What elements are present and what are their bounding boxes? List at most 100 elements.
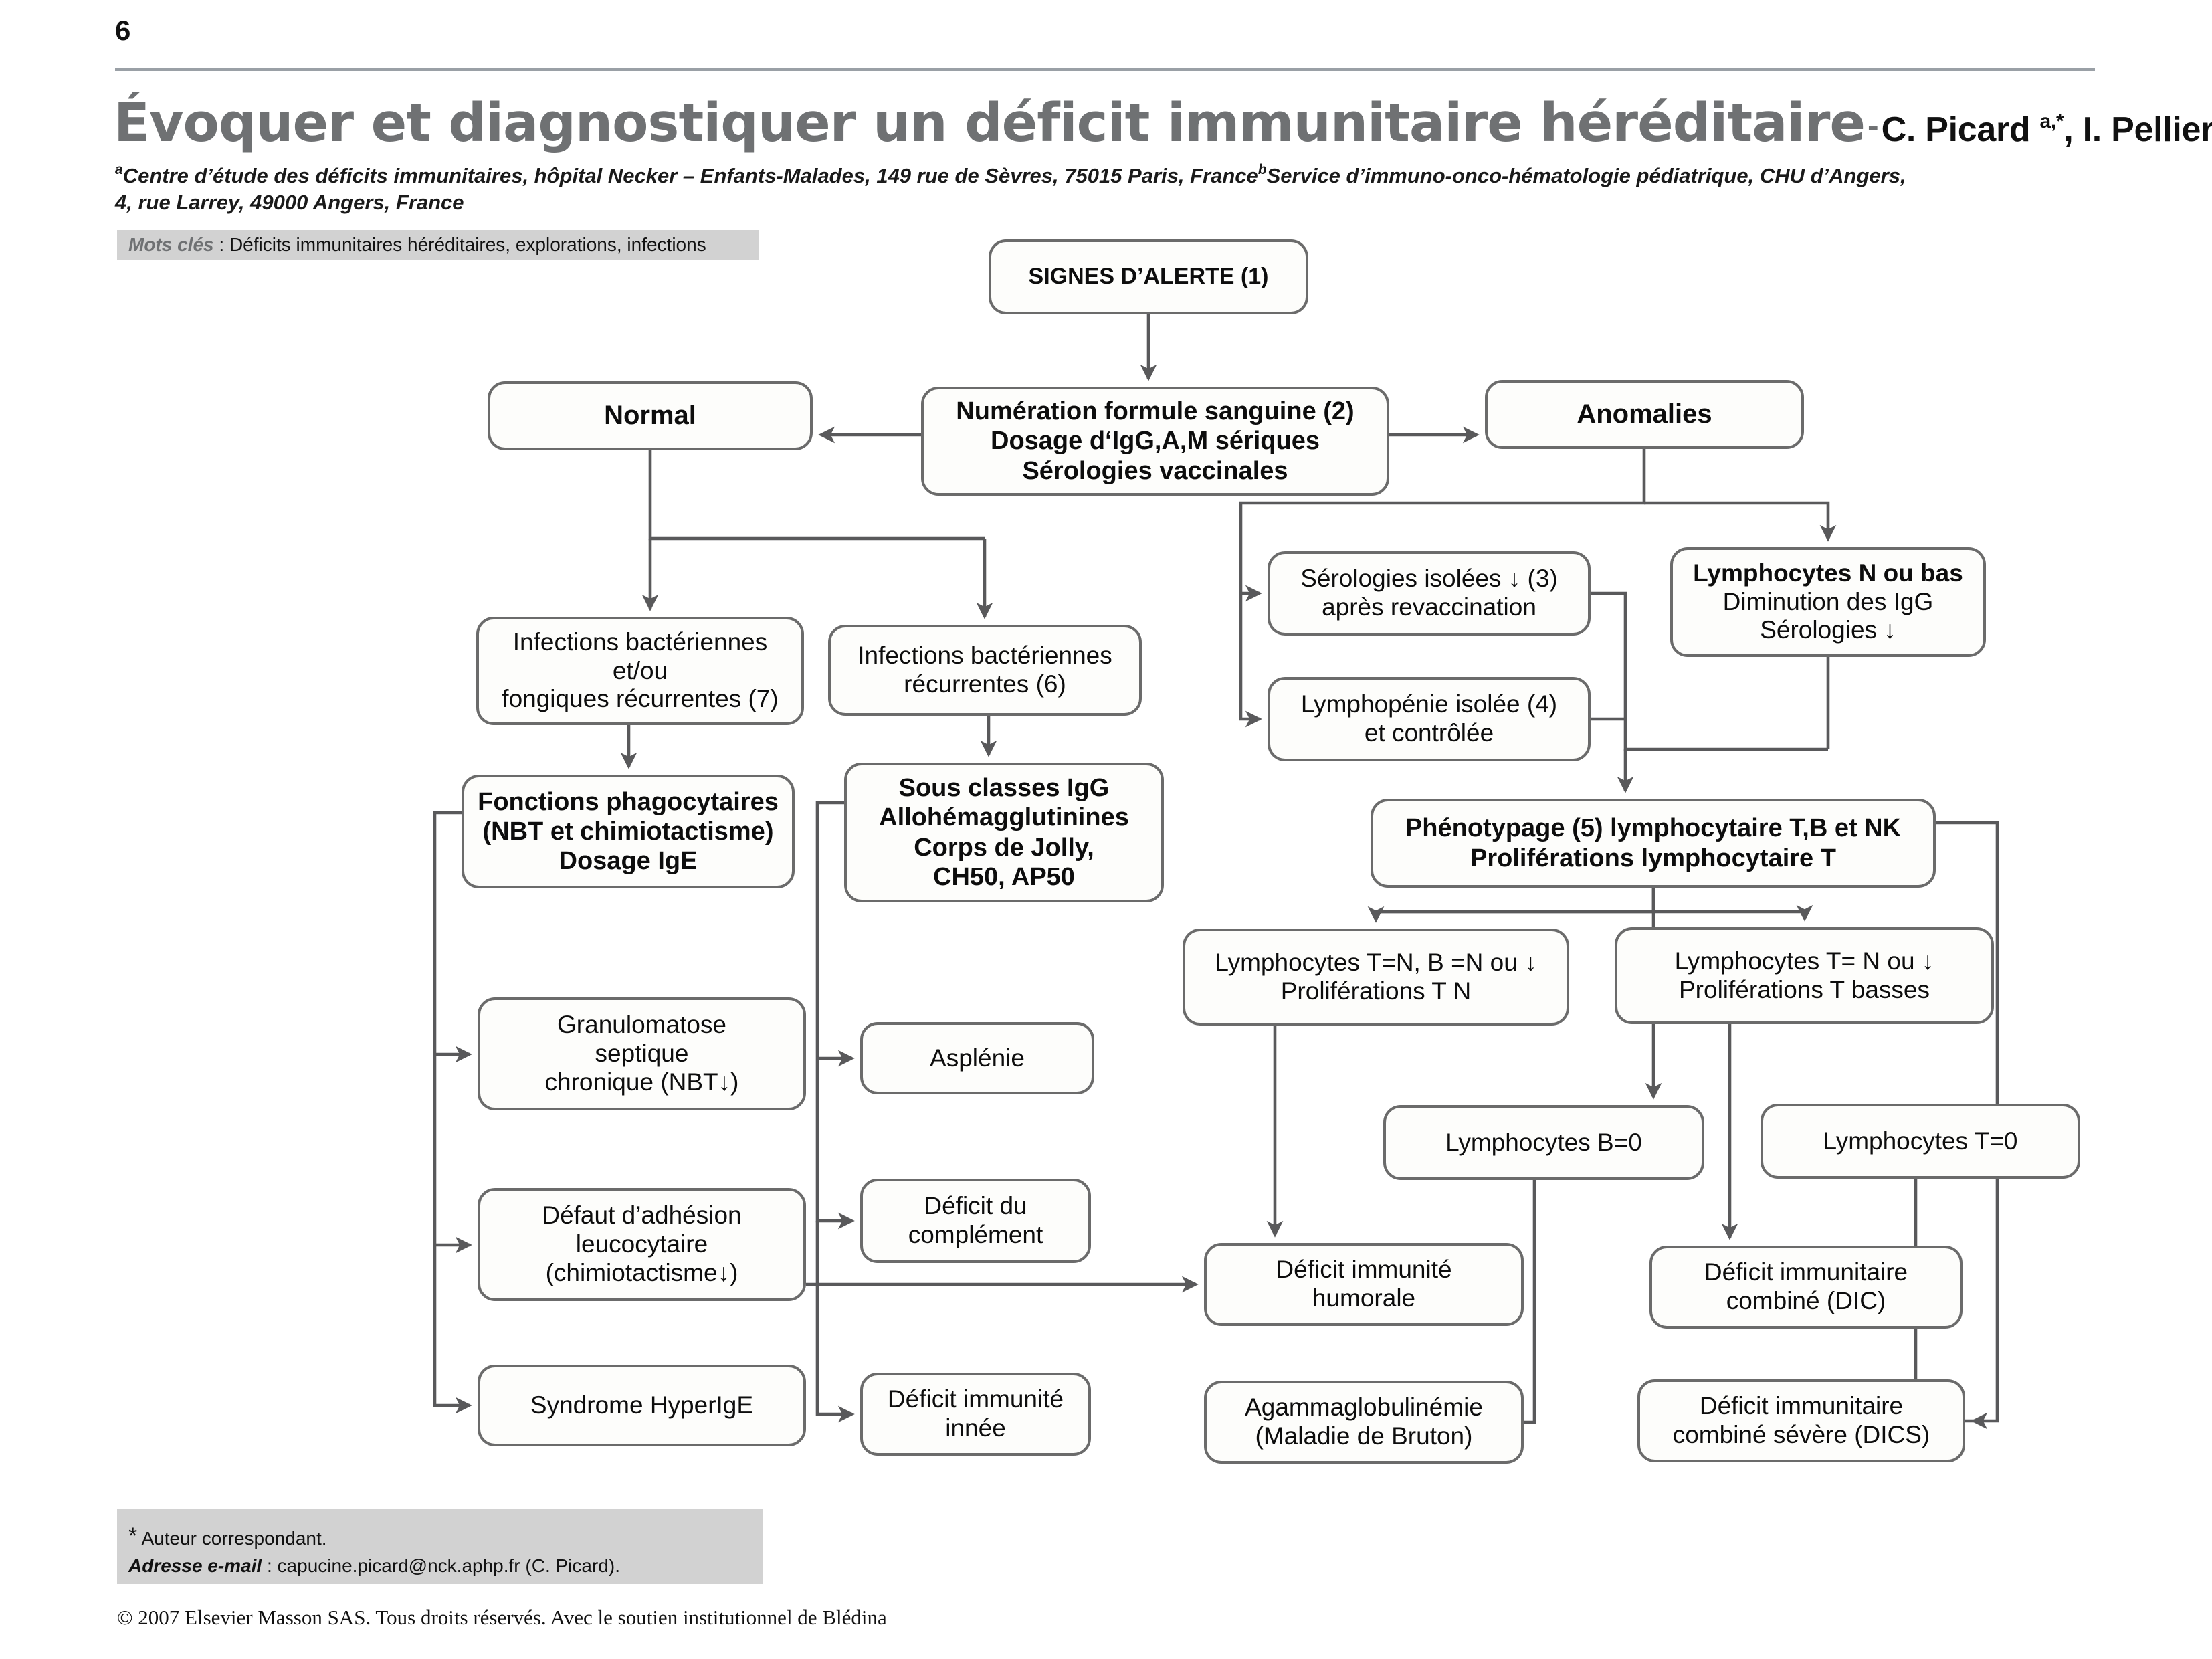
flow-node-hyperige: Syndrome HyperIgE [478,1365,806,1446]
copyright-line: © 2007 Elsevier Masson SAS. Tous droits … [117,1605,887,1629]
flow-node-anomalies: Anomalies [1485,380,1804,449]
flow-node-line: et contrôlée [1364,719,1494,747]
flow-node-lymphTNB: Lymphocytes T=N, B =N ou ↓Proliférations… [1183,929,1569,1026]
flow-node-line: Fonctions phagocytaires [478,787,779,816]
flow-node-line: combiné sévère (DICS) [1672,1421,1930,1448]
flow-node-line: Phénotypage (5) lymphocytaire T,B et NK [1405,814,1902,843]
author-one: C. Picard [1881,110,2040,149]
flow-node-line: Diminution des IgG [1722,587,1934,615]
flow-node-lymphB0: Lymphocytes B=0 [1383,1105,1704,1180]
flow-node-line: Dosage IgE [559,847,698,876]
affil-marker-b: b [1258,162,1267,177]
flow-node-nfs: Numération formule sanguine (2)Dosage d‘… [921,387,1389,496]
flow-node-line: Lymphopénie isolée (4) [1300,690,1558,718]
flow-node-line: Lymphocytes T= N ou ↓ [1674,947,1934,975]
flow-node-line: fongiques récurrentes (7) [502,685,779,713]
flow-node-line: chronique (NBT↓) [544,1068,739,1096]
flow-node-line: Déficit du [924,1192,1027,1220]
author-one-affil-marker: a,* [2039,110,2064,132]
footnote-marker: * [128,1523,138,1549]
header-rule [115,68,2095,71]
footnote: * Auteur correspondant. Adresse e-mail :… [128,1520,620,1580]
keywords: Mots clés : Déficits immunitaires hérédi… [128,235,706,254]
flow-node-line: combiné (DIC) [1726,1287,1886,1314]
flow-node-asplenie: Asplénie [860,1022,1094,1094]
flow-node-line: Infections bactériennes [858,642,1112,670]
flow-node-line: Lymphocytes T=N, B =N ou ↓ [1215,948,1537,976]
flow-node-line: Anomalies [1577,399,1712,429]
flow-node-line: Lymphocytes B=0 [1445,1128,1642,1156]
flow-node-lymphTNou: Lymphocytes T= N ou ↓Proliférations T ba… [1615,927,1994,1024]
flow-node-fonctions: Fonctions phagocytaires(NBT et chimiotac… [462,775,795,888]
authors: C. Picard a,*, I. Pellier b [1882,110,2212,149]
flow-node-lymphT0: Lymphocytes T=0 [1761,1104,2080,1179]
page-number: 6 [115,15,131,46]
footnote-email-value: : capucine.picard@nck.aphp.fr (C. Picard… [262,1555,620,1577]
flow-node-line: Allohémagglutinines [879,803,1129,832]
flow-node-line: récurrentes (6) [904,670,1066,698]
affiliation-c: 4, rue Larrey, 49000 Angers, France [115,191,464,215]
flow-node-line: Défaut d’adhésion [542,1201,742,1230]
flow-node-signes: SIGNES D’ALERTE (1) [989,239,1308,314]
flow-node-line: Dosage d‘IgG,A,M sériques [991,427,1320,456]
flow-node-line: Proliférations T basses [1679,975,1930,1003]
footnote-band [117,1509,763,1584]
flow-node-lymphopenie4: Lymphopénie isolée (4)et contrôlée [1268,677,1591,761]
footnote-line-1: Auteur correspondant. [137,1528,327,1549]
affiliation-b: Service d’immuno-onco-hématologie pédiat… [1266,164,1906,187]
affiliation-block: aCentre d’étude des déficits immunitaire… [115,161,2041,217]
flow-node-line: et/ou [612,656,668,684]
flow-node-line: Granulomatose [557,1011,726,1039]
flow-node-line: CH50, AP50 [933,862,1075,891]
flow-node-line: Syndrome HyperIgE [530,1391,754,1419]
page-title: Évoquer et diagnostiquer un déficit immu… [114,92,1866,154]
flow-node-line: Sérologies vaccinales [1022,456,1288,485]
flow-node-line: après revaccination [1322,593,1536,621]
keywords-value: : Déficits immunitaires héréditaires, ex… [213,234,706,255]
flow-node-line: humorale [1312,1284,1416,1312]
flow-node-line: Sérologies ↓ [1760,616,1896,644]
flow-node-line: Numération formule sanguine (2) [956,397,1354,426]
flow-node-line: Sérologies isolées ↓ (3) [1300,565,1558,593]
flow-node-line: (NBT et chimiotactisme) [482,817,774,846]
keywords-band [117,230,759,260]
flow-node-line: Lymphocytes T=0 [1823,1127,2018,1155]
flow-node-line: Corps de Jolly, [914,833,1094,862]
flow-node-line: Agammaglobulinémie [1245,1393,1483,1422]
flow-node-line: Sous classes IgG [898,774,1110,803]
flow-node-serologies3: Sérologies isolées ↓ (3)après revaccinat… [1268,551,1591,636]
flow-node-line: Normal [604,401,696,431]
author-two: , I. Pellier [2064,110,2212,149]
flow-node-agamma: Agammaglobulinémie(Maladie de Bruton) [1204,1381,1524,1464]
affil-marker-a: a [115,162,123,177]
flow-node-line: (Maladie de Bruton) [1255,1422,1473,1450]
flow-node-normal: Normal [488,381,813,450]
flow-node-line: Asplénie [930,1044,1025,1072]
flow-node-line: (chimiotactisme↓) [545,1258,738,1286]
affiliation-a: Centre d’étude des déficits immunitaires… [122,164,1258,187]
flow-node-line: Proliférations lymphocytaire T [1470,844,1836,872]
flow-node-line: Proliférations T N [1280,977,1472,1005]
flow-node-line: Déficit immunité [887,1385,1064,1413]
flow-node-line: SIGNES D’ALERTE (1) [1028,264,1269,290]
footnote-email-label: Adresse e-mail [128,1555,262,1577]
flow-node-line: Infections bactériennes [512,627,768,656]
title-block: Évoquer et diagnostiquer un déficit immu… [114,92,2212,154]
flow-node-line: Déficit immunitaire [1704,1258,1908,1286]
flow-node-line: leucocytaire [575,1230,708,1258]
flow-node-line: complément [908,1221,1043,1248]
flow-node-line: Lymphocytes N ou bas [1693,559,1963,587]
